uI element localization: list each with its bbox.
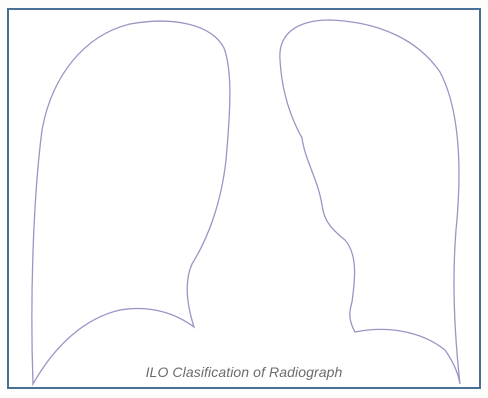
figure-caption: ILO Clasification of Radiograph: [0, 364, 488, 380]
left-lung-outline: [32, 21, 230, 384]
right-lung-outline: [280, 20, 460, 384]
